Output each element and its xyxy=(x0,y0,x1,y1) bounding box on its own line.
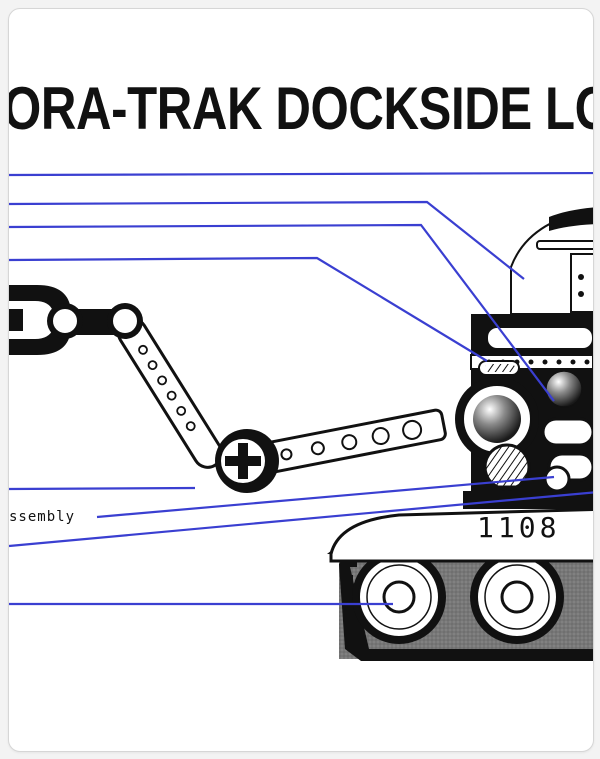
diagram-title: ORA-TRAK DOCKSIDE LO xyxy=(8,79,594,139)
leader-line-1 xyxy=(9,173,593,175)
hull-number: 1108 xyxy=(477,511,560,544)
manipulator-arm xyxy=(9,285,446,493)
road-wheel-front xyxy=(352,550,446,644)
diagram-card: ORA-TRAK DOCKSIDE LO ssembly 1108 xyxy=(8,8,594,752)
leader-line-2 xyxy=(9,202,524,279)
turret-body xyxy=(455,207,593,494)
leader-line-5 xyxy=(9,488,195,489)
road-wheel-middle xyxy=(470,550,564,644)
callout-assembly-label: ssembly xyxy=(9,509,75,525)
